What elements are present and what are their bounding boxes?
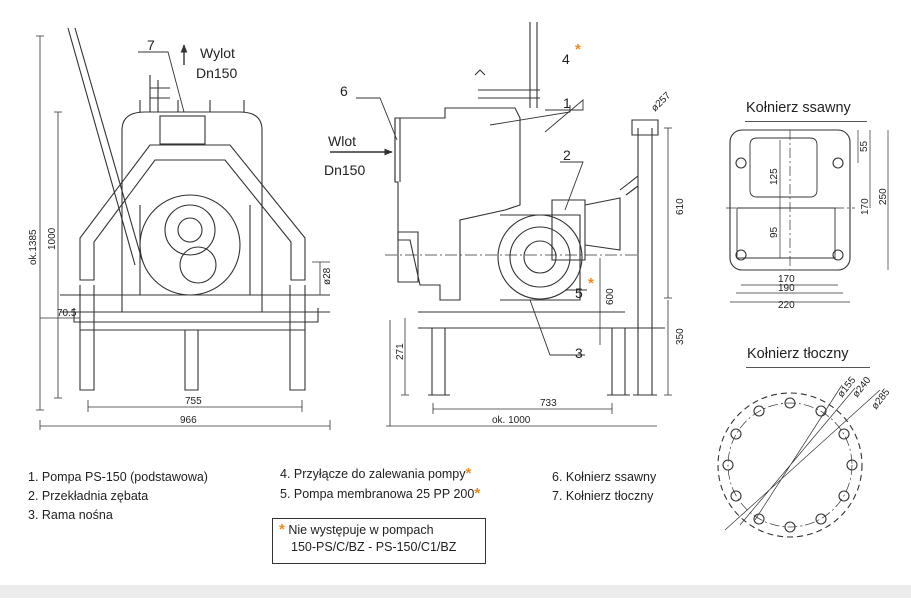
dim-s95: 95 (769, 226, 780, 238)
side-pump-body (394, 107, 521, 301)
dim-height-1000: 1000 (47, 227, 58, 250)
front-frame (60, 285, 330, 391)
dim-s170: 170 (778, 274, 795, 285)
note-box: * Nie występuje w pompach 150-PS/C/BZ - … (272, 518, 486, 564)
footer-bar (0, 585, 911, 598)
front-lever (67, 27, 143, 266)
dim-width-755: 755 (185, 396, 202, 407)
suction-title-underline (745, 121, 867, 122)
side-frame (418, 311, 665, 396)
dim-h610: 610 (675, 198, 686, 215)
legend-item-4: 4. Przyłącze do zalewania pompy* (280, 465, 471, 483)
callout-7: 7 (147, 37, 155, 53)
legend-item-4-text: 4. Przyłącze do zalewania pompy (280, 467, 466, 481)
dim-s220: 220 (778, 300, 795, 311)
dim-h600: 600 (605, 288, 616, 305)
side-gearbox (551, 197, 621, 261)
star-4: * (575, 41, 581, 58)
inlet-label: Wlot (328, 133, 356, 149)
callout-6: 6 (340, 83, 348, 99)
side-priming-pipe (474, 22, 540, 108)
note-text-1: Nie występuje w pompach (288, 523, 434, 537)
side-view (330, 22, 672, 427)
dim-s125: 125 (769, 168, 780, 185)
front-view (36, 27, 331, 430)
callout-2: 2 (563, 147, 571, 163)
dim-s170v: 170 (860, 198, 871, 215)
dim-d257: ø257 (649, 90, 673, 114)
callout-3: 3 (575, 345, 583, 361)
side-membrane-pump (497, 214, 583, 300)
callout-5: 5 (575, 285, 583, 301)
legend-item-2: 2. Przekładnia zębata (28, 489, 149, 503)
dim-h271: 271 (395, 343, 406, 360)
dim-width-966: 966 (180, 415, 197, 426)
discharge-bolt (784, 397, 796, 409)
suction-flange (726, 129, 889, 303)
dim-height-total: ok.1385 (28, 229, 39, 265)
outlet-size: Dn150 (196, 65, 237, 81)
front-gear-housing (139, 194, 241, 296)
note-star: * (279, 521, 285, 538)
legend-item-5: 5. Pompa membranowa 25 PP 200* (280, 485, 480, 503)
dim-d240: ø240 (851, 375, 874, 400)
dim-s250: 250 (878, 188, 889, 205)
star-5: * (588, 275, 594, 292)
note-line-2: 150-PS/C/BZ - PS-150/C1/BZ (291, 540, 457, 554)
dim-w733: 733 (540, 398, 557, 409)
dim-offset-70: 70.5 (57, 308, 77, 319)
dim-h350: 350 (675, 328, 686, 345)
dim-w1000: ok. 1000 (492, 415, 531, 426)
legend-item-1: 1. Pompa PS-150 (podstawowa) (28, 470, 208, 484)
dim-s55: 55 (859, 140, 870, 152)
dim-s190: 190 (778, 283, 795, 294)
suction-flange-title: Kołnierz ssawny (746, 100, 851, 116)
note-line-1: * Nie występuje w pompach (279, 521, 479, 539)
legend-item-5-text: 5. Pompa membranowa 25 PP 200 (280, 487, 475, 501)
discharge-flange (717, 384, 881, 538)
dim-d285: ø285 (870, 387, 893, 412)
dim-d28: ø28 (322, 267, 333, 285)
legend-item-6: 6. Kołnierz ssawny (552, 470, 657, 484)
legend-star-5: * (474, 485, 481, 502)
side-post (631, 119, 659, 396)
inlet-size: Dn150 (324, 162, 365, 178)
callout-4: 4 (562, 51, 570, 67)
outlet-label: Wylot (200, 45, 235, 61)
discharge-flange-title: Kołnierz tłoczny (747, 346, 849, 362)
legend-star-4: * (465, 465, 472, 482)
legend-item-7: 7. Kołnierz tłoczny (552, 489, 654, 503)
legend-item-3: 3. Rama nośna (28, 508, 113, 522)
callout-1: 1 (563, 95, 571, 111)
discharge-title-underline (746, 367, 870, 368)
front-tank (121, 111, 263, 313)
